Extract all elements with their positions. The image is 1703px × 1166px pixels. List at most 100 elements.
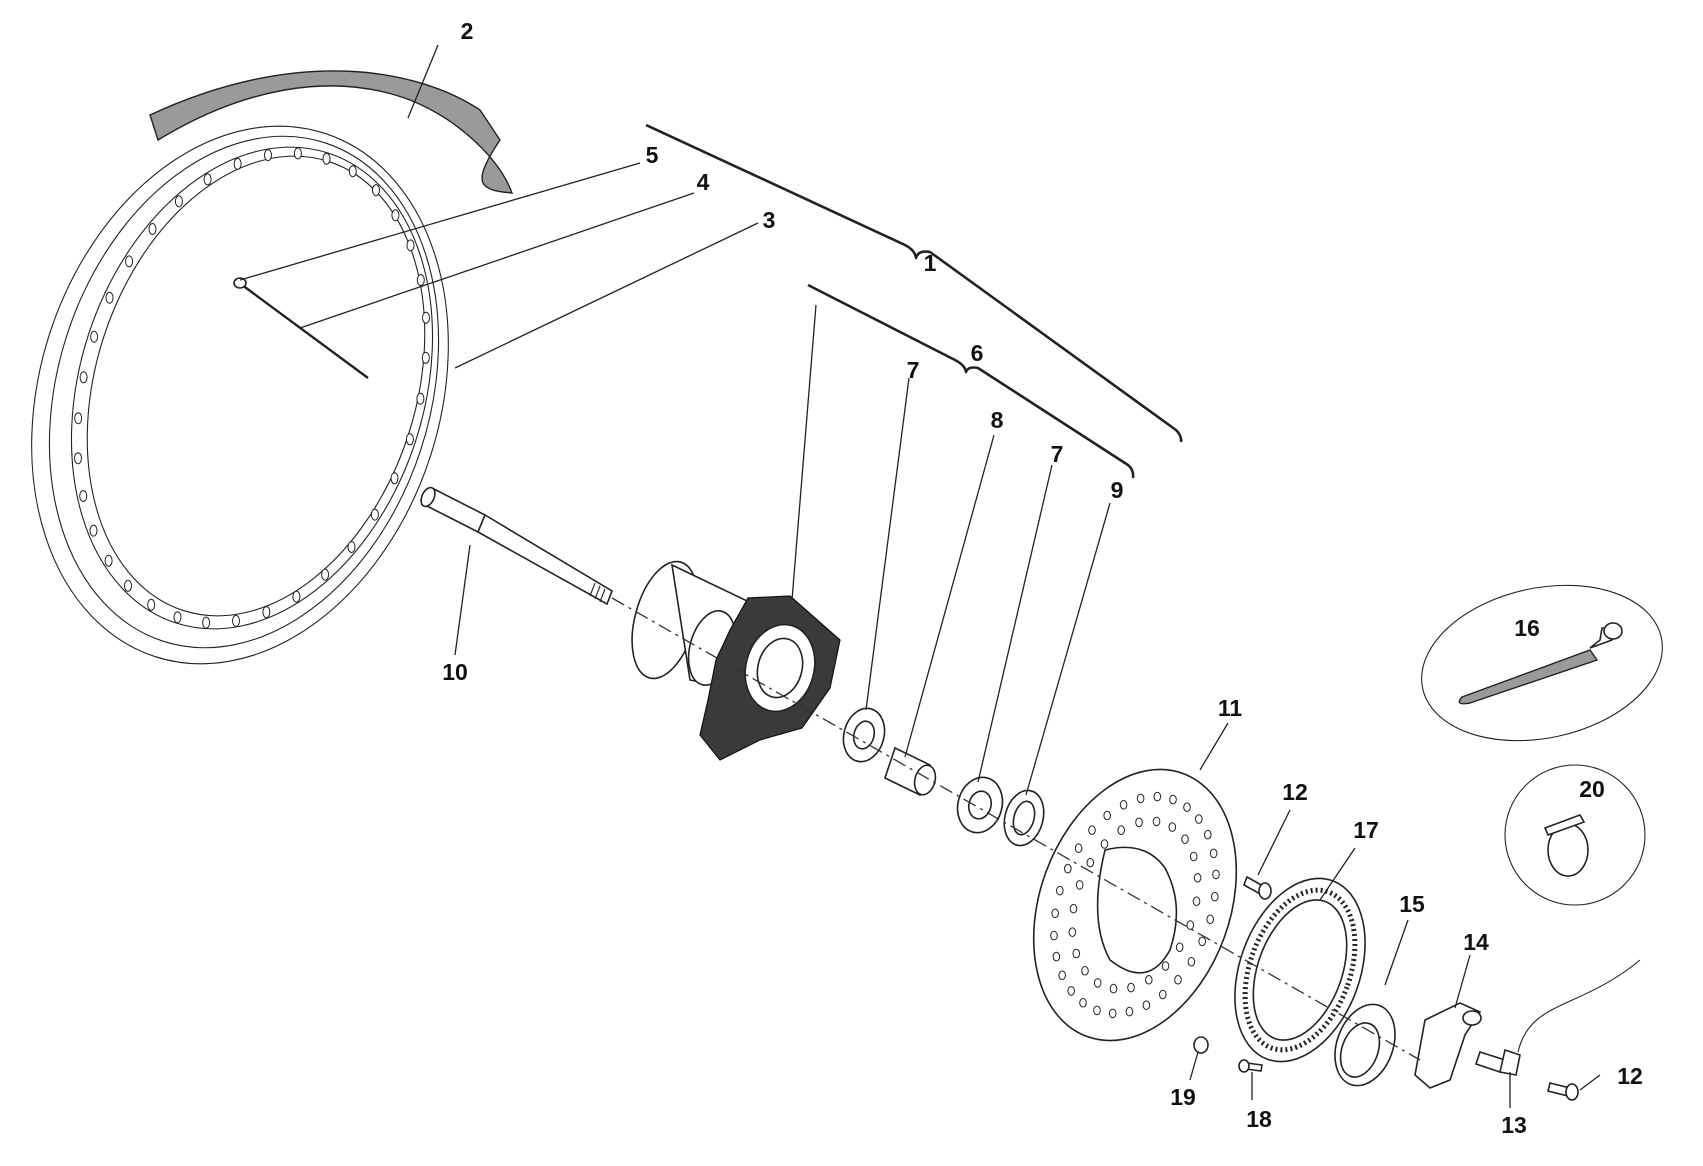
disc-hole [1206,914,1214,925]
brake-disc [1032,768,1238,1042]
rim-hole [262,606,271,619]
disc-hole [1142,1000,1151,1011]
disc-hole [1127,982,1135,993]
rim-hole [293,147,302,160]
disc-hole [1212,869,1220,880]
rim-hole [105,291,114,304]
sensor-bolt [1547,1082,1579,1101]
disc-hole [1125,1006,1134,1017]
callout-1: 1 [924,250,937,276]
disc-hole [1209,848,1218,859]
disc-hole [1183,802,1191,813]
inset-20 [1504,764,1646,906]
disc-hole [1075,880,1084,890]
rim-hole [124,579,132,592]
disc-hole [1050,930,1058,941]
callout-11: 11 [1218,695,1243,721]
wheel-spacer [1334,1003,1396,1087]
rim [31,125,449,665]
rim-hole [405,433,414,446]
spacer-tube [884,746,937,797]
inset-16 [1421,584,1663,742]
disc-bolt [1243,875,1272,900]
rim-hole [233,157,242,170]
disc-hole [1136,793,1145,804]
rim-hole [173,611,182,624]
disc-hole [1193,873,1202,883]
bearing-right [956,776,1004,834]
disc-hole [1074,843,1083,854]
bearing-left [842,707,886,763]
abs-sensor [1474,959,1641,1076]
callout-12b: 12 [1617,1063,1643,1089]
rim-hole [79,371,88,384]
callout-13: 13 [1501,1112,1527,1138]
rim-spoke-holes [74,147,430,629]
callout-4: 4 [697,169,710,195]
axle [420,486,613,606]
callout-18: 18 [1246,1106,1272,1132]
rim-hole [79,490,88,502]
disc-hole [1067,986,1075,996]
rim-hole [406,239,415,252]
rim-hole [232,614,240,627]
callout-10: 10 [442,659,468,685]
assembly-bracket-6 [807,283,1135,479]
disc-hole [1153,791,1162,802]
disc-hole [1056,885,1064,896]
rim-hole [348,165,357,178]
assembly-bracket-1 [645,123,1183,443]
disc-hole [1079,998,1087,1008]
disc-hole [1051,908,1059,919]
rim-hole [147,598,156,611]
rim-hole [174,195,183,208]
disc-hole [1081,966,1089,976]
callout-17: 17 [1353,817,1379,843]
rim-hole [421,351,430,364]
disc-hole [1064,863,1072,874]
callout-7a: 7 [907,357,920,383]
disc-hole [1152,816,1161,827]
disc-hole [1088,825,1096,836]
disc-hole [1093,978,1102,988]
callout-9: 9 [1111,477,1124,503]
assembly-axis [611,597,1421,1061]
rim-hole [125,255,134,268]
abs-sensor-bracket [1414,1002,1482,1089]
rim-hole [104,554,113,567]
disc-hole [1052,951,1061,962]
rim-hole [148,223,157,235]
rim-hole [390,472,399,485]
callout-5: 5 [646,142,659,168]
rim-hole [416,274,425,286]
rim-hole [74,412,83,425]
rim-hole [292,590,301,603]
disc-hole [1159,989,1167,1000]
rim-hole [372,184,380,197]
leader-lines [239,44,1601,1108]
oil-seal [1003,789,1045,847]
callout-7b: 7 [1051,441,1064,467]
callout-8: 8 [991,407,1004,433]
callouts: 2 5 4 3 1 6 7 8 7 9 10 11 12 17 15 14 16… [442,18,1643,1138]
disc-hole [1181,834,1189,845]
disc-hole [1109,983,1118,994]
disc-hole [1187,957,1196,967]
callout-15: 15 [1399,891,1425,917]
disc-hole [1186,920,1195,930]
disc-hole [1069,903,1078,914]
brake-disc-holes [1050,791,1220,1019]
rim-hole [347,541,356,553]
disc-hole [1068,927,1077,938]
disc-hole [1086,857,1095,868]
rim-hole [391,209,400,222]
callout-20: 20 [1579,776,1605,802]
rim-hole [202,616,211,629]
disc-hole [1117,825,1125,836]
disc-hole [1058,970,1066,981]
rim-hole [264,149,272,162]
disc-hole [1108,1008,1117,1019]
valve-and-spoke [233,277,369,379]
rim-hole [203,173,212,186]
